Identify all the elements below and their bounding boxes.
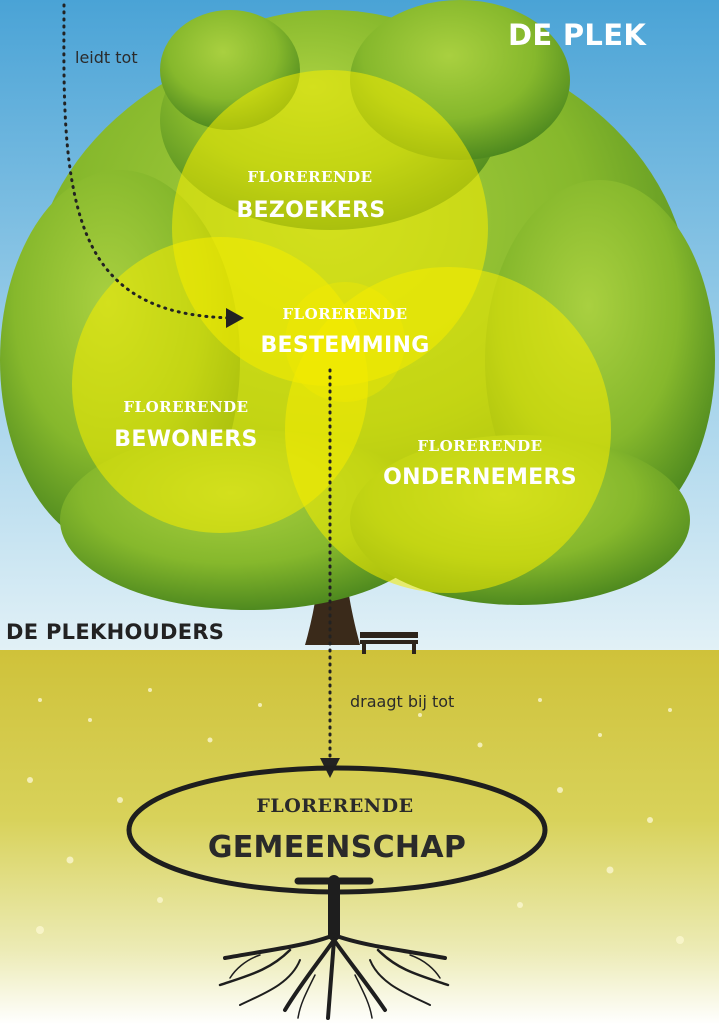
meadow-flowers xyxy=(27,688,684,944)
title-de-plek: DE PLEK xyxy=(508,18,647,52)
bewoners-small: FLORERENDE xyxy=(123,398,249,416)
bench xyxy=(360,632,418,654)
ondernemers-big: ONDERNEMERS xyxy=(383,465,577,490)
label-de-plekhouders: DE PLEKHOUDERS xyxy=(6,620,225,644)
label-leidt-tot: leidt tot xyxy=(75,48,138,67)
bezoekers-big: BEZOEKERS xyxy=(236,198,386,223)
circle-ondernemers xyxy=(285,267,611,593)
arrow-leidt-tot xyxy=(62,3,242,320)
bestemming-small: FLORERENDE xyxy=(282,305,408,323)
ondernemers-small: FLORERENDE xyxy=(417,437,543,455)
roots-icon xyxy=(218,875,450,1020)
bezoekers-small: FLORERENDE xyxy=(247,168,373,186)
gemeenschap-big: GEMEENSCHAP xyxy=(207,830,467,865)
circle-bestemming xyxy=(285,282,405,402)
arrow-leidt-tot-head xyxy=(226,308,244,328)
meadow xyxy=(0,650,719,1025)
gemeenschap-small: FLORERENDE xyxy=(256,795,414,817)
venn-circles xyxy=(72,70,611,593)
label-draagt-bij-tot: draagt bij tot xyxy=(350,692,455,711)
bestemming-big: BESTEMMING xyxy=(260,333,430,358)
bewoners-big: BEWONERS xyxy=(114,427,258,452)
